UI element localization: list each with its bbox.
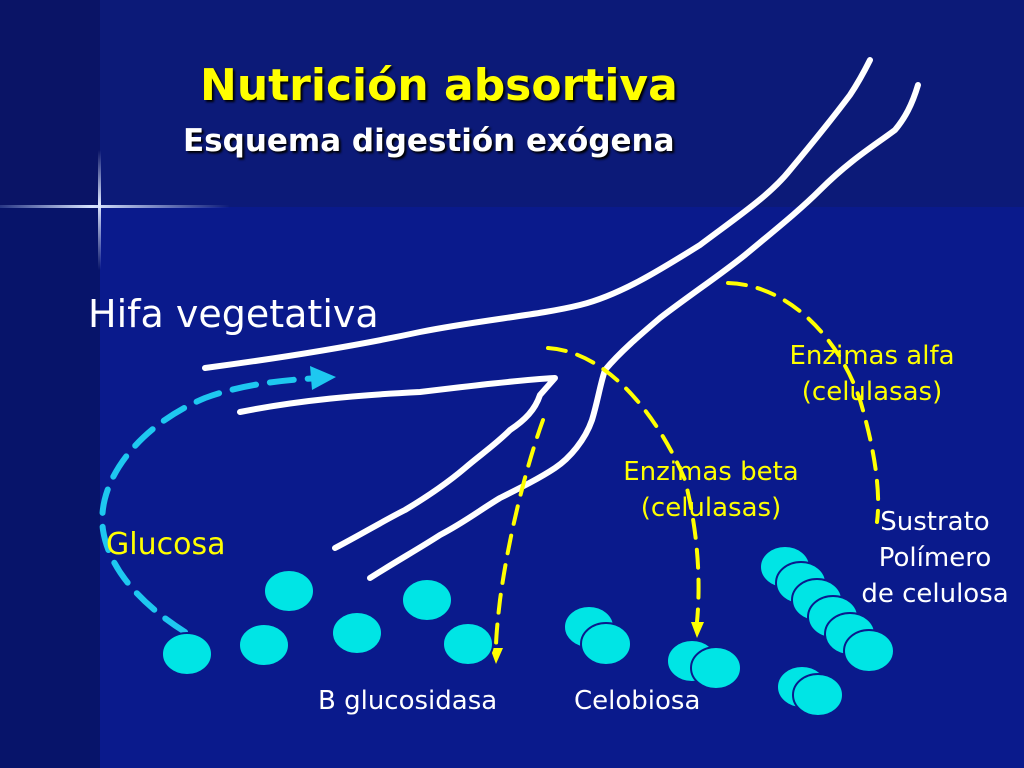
- alfa-enzyme-arrow: [726, 281, 881, 524]
- b-glucosidase-arrowhead: [490, 648, 503, 664]
- label-sustrato-line2: Polímero: [878, 543, 992, 573]
- slide-subtitle: Esquema digestión exógena: [183, 123, 675, 159]
- label-sustrato-line1: Sustrato: [880, 507, 990, 537]
- glucose-molecule: [401, 578, 453, 622]
- glucose-arrowhead: [310, 366, 336, 390]
- polymer-unit: [792, 673, 844, 717]
- label-glucosa: Glucosa: [106, 527, 226, 562]
- label-enzimas-beta-line1: Enzimas beta: [623, 457, 799, 487]
- hypha-walls: [202, 57, 921, 581]
- glucose-molecule: [331, 611, 383, 655]
- b-glucosidase-arrow: [494, 418, 545, 650]
- cellobiose-unit: [580, 622, 632, 666]
- label-enzimas-alfa: Enzimas alfa (celulasas): [767, 338, 977, 410]
- cellulose-polymer: [759, 545, 895, 717]
- label-sustrato: Sustrato Polímero de celulosa: [846, 504, 1024, 612]
- background-top-band: [0, 0, 1024, 207]
- enzyme-arrows: [494, 281, 881, 650]
- polymer-unit: [843, 629, 895, 673]
- label-sustrato-line3: de celulosa: [861, 579, 1009, 609]
- background-corner: [0, 0, 100, 207]
- label-enzimas-beta: Enzimas beta (celulasas): [600, 454, 822, 526]
- label-b-glucosidasa: B glucosidasa: [318, 686, 498, 716]
- glucose-molecule: [442, 622, 494, 666]
- label-celobiosa: Celobiosa: [574, 686, 701, 716]
- sparkle-vertical: [98, 150, 101, 270]
- glucose-arrow: [99, 366, 336, 635]
- hypha-upper-wall: [202, 57, 873, 371]
- beta-enzyme-arrowhead: [691, 622, 704, 638]
- cellobiose-unit: [690, 646, 742, 690]
- label-enzimas-alfa-line1: Enzimas alfa: [789, 341, 955, 371]
- hypha-lower-wall-main: [237, 375, 558, 551]
- sparkle-horizontal: [0, 205, 230, 208]
- cellobiose-molecules: [563, 605, 742, 690]
- hypha-right-wall: [367, 82, 921, 581]
- beta-enzyme-arrow: [546, 346, 701, 624]
- slide-title: Nutrición absortiva: [200, 60, 678, 111]
- label-enzimas-beta-line2: (celulasas): [640, 493, 782, 523]
- glucose-molecule: [238, 623, 290, 667]
- glucose-molecule: [263, 569, 315, 613]
- glucose-molecules: [161, 569, 494, 676]
- label-hifa-vegetativa: Hifa vegetativa: [88, 292, 379, 336]
- label-enzimas-alfa-line2: (celulasas): [801, 377, 943, 407]
- glucose-molecule: [161, 632, 213, 676]
